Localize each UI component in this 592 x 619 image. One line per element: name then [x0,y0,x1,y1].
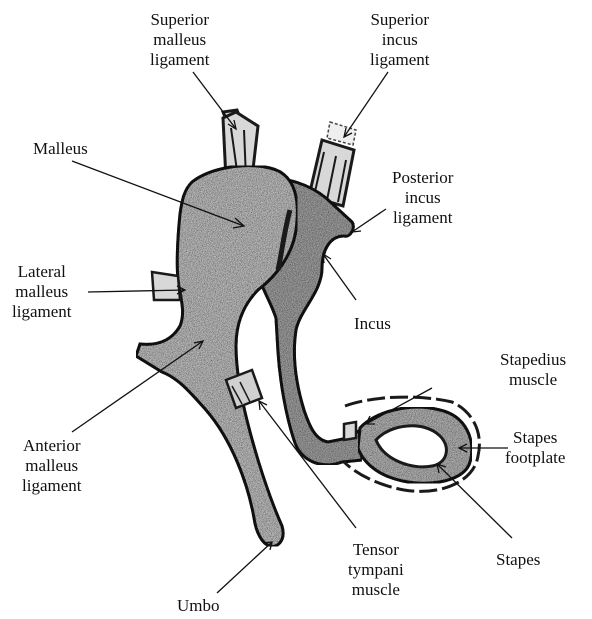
leader-stapes [437,464,512,538]
label-line: Anterior [22,436,81,456]
label-line: Lateral [12,262,71,282]
label-stapes-footplate: Stapes footplate [505,428,565,468]
leader-umbo [217,542,272,593]
label-anterior-malleus-ligament: Anterior malleus ligament [22,436,81,496]
leader-incus [323,254,356,300]
label-posterior-incus-ligament: Posterior incus ligament [392,168,453,228]
label-incus: Incus [354,314,391,334]
label-line: Superior [370,10,429,30]
label-malleus: Malleus [33,139,88,159]
label-line: tympani [348,560,404,580]
label-superior-malleus-ligament: Superior malleus ligament [150,10,209,70]
lateral-malleus-ligament-shape [152,272,180,300]
label-line: ligament [12,302,71,322]
label-line: malleus [22,456,81,476]
label-line: Stapes [496,550,540,570]
label-line: Superior [150,10,209,30]
label-superior-incus-ligament: Superior incus ligament [370,10,429,70]
label-line: malleus [12,282,71,302]
label-line: ligament [392,208,453,228]
label-tensor-tympani-muscle: Tensor tympani muscle [348,540,404,600]
label-line: muscle [348,580,404,600]
label-line: incus [392,188,453,208]
malleus-shape [136,166,297,547]
label-line: Stapes [505,428,565,448]
label-stapes: Stapes [496,550,540,570]
label-line: Incus [354,314,391,334]
label-lateral-malleus-ligament: Lateral malleus ligament [12,262,71,322]
label-line: Posterior [392,168,453,188]
leader-posterior-incus [352,209,386,232]
label-line: Stapedius [500,350,566,370]
stapes-shape [344,397,479,491]
label-line: Malleus [33,139,88,159]
label-line: incus [370,30,429,50]
label-line: ligament [150,50,209,70]
label-line: ligament [22,476,81,496]
label-line: footplate [505,448,565,468]
label-line: Umbo [177,596,220,616]
leader-superior-malleus [193,72,236,129]
label-stapedius-muscle: Stapedius muscle [500,350,566,390]
label-umbo: Umbo [177,596,220,616]
label-line: ligament [370,50,429,70]
label-line: muscle [500,370,566,390]
label-line: Tensor [348,540,404,560]
label-line: malleus [150,30,209,50]
leader-superior-incus [344,72,388,137]
